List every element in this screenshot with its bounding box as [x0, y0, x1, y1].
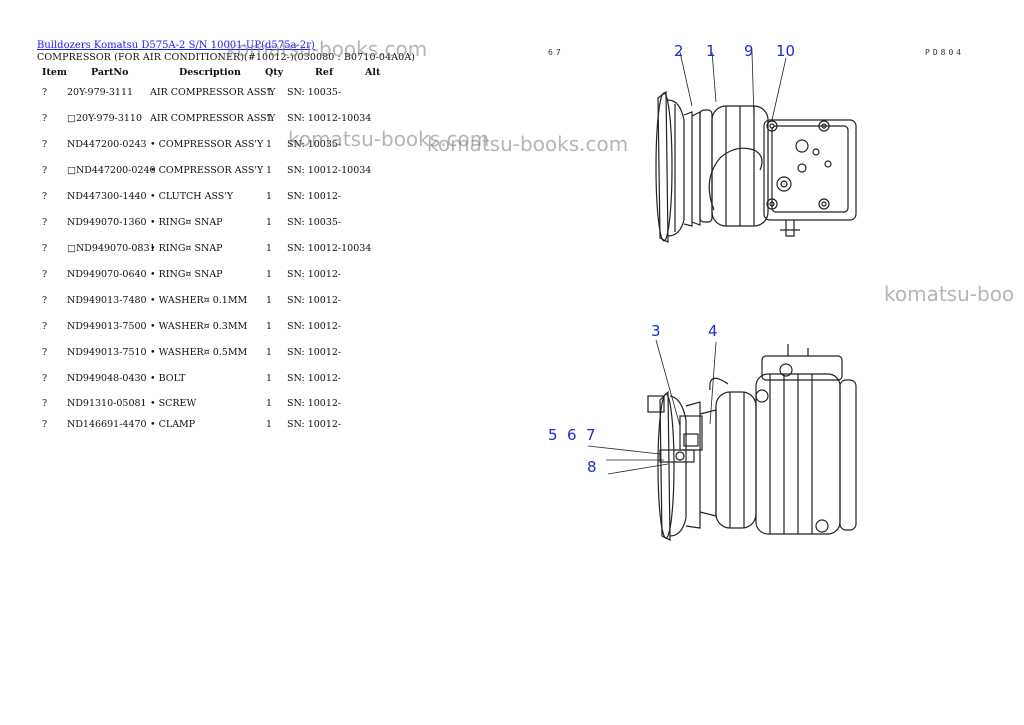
- callout-6: 6: [567, 426, 577, 444]
- cell-ref: SN: 10012-10034: [287, 113, 372, 124]
- cell-ref: SN: 10012-10034: [287, 165, 372, 176]
- cell-qty: 1: [266, 321, 273, 332]
- cell-description: • SCREW: [150, 398, 197, 409]
- cell-qty: 1: [266, 113, 273, 124]
- cell-qty: 1: [266, 191, 273, 202]
- cell-part-no: ND949048-0430: [67, 373, 147, 384]
- cell-description: • RING¤ SNAP: [150, 269, 223, 280]
- page-number: 67: [548, 48, 564, 57]
- cell-description: AIR COMPRESSOR ASS'Y: [150, 87, 276, 98]
- cell-qty: 1: [266, 243, 273, 254]
- cell-item: ?: [42, 87, 48, 98]
- column-header-qty: Qty: [265, 67, 284, 78]
- cell-part-no: ND146691-4470: [67, 419, 147, 430]
- cell-ref: SN: 10012-: [287, 269, 342, 280]
- cell-qty: 1: [266, 373, 273, 384]
- cell-description: AIR COMPRESSOR ASS'Y: [150, 113, 276, 124]
- cell-ref: SN: 10012-: [287, 191, 342, 202]
- cell-part-no: ND91310-05081: [67, 398, 147, 409]
- cell-item: ?: [42, 217, 48, 228]
- callout-3: 3: [651, 322, 661, 340]
- cell-ref: SN: 10012-10034: [287, 243, 372, 254]
- cell-item: ?: [42, 139, 48, 150]
- cell-description: • BOLT: [150, 373, 186, 384]
- cell-description: • RING¤ SNAP: [150, 217, 223, 228]
- column-header-ref: Ref: [315, 67, 334, 78]
- cell-description: • CLUTCH ASS'Y: [150, 191, 234, 202]
- watermark-text: komatsu-books.com: [427, 132, 629, 156]
- cell-qty: 1: [266, 295, 273, 306]
- callout-5: 5: [548, 426, 558, 444]
- column-header-item: Item: [42, 67, 67, 78]
- cell-part-no: □ND949070-0831: [67, 243, 156, 254]
- cell-item: ?: [42, 419, 48, 430]
- cell-part-no: ND447300-1440: [67, 191, 147, 202]
- cell-item: ?: [42, 165, 48, 176]
- column-header-description: Description: [179, 67, 241, 78]
- cell-item: ?: [42, 243, 48, 254]
- callout-9: 9: [744, 42, 754, 60]
- cell-item: ?: [42, 373, 48, 384]
- cell-qty: 1: [266, 87, 273, 98]
- cell-item: ?: [42, 347, 48, 358]
- watermark-text: komatsu-books.com: [288, 127, 490, 151]
- callout-10: 10: [776, 42, 796, 60]
- cell-qty: 1: [266, 139, 273, 150]
- cell-item: ?: [42, 321, 48, 332]
- watermark-text: komatsu-boo: [884, 282, 1015, 306]
- watermark-text: komatsu-books.com: [226, 37, 428, 61]
- callout-1: 1: [706, 42, 716, 60]
- cell-part-no: □ND447200-0240: [67, 165, 156, 176]
- cell-ref: SN: 10035-: [287, 139, 342, 150]
- cell-description: • COMPRESSOR ASS'Y: [150, 165, 264, 176]
- cell-part-no: ND949070-1360: [67, 217, 147, 228]
- column-header-alt: Alt: [365, 67, 381, 78]
- callout-7: 7: [586, 426, 596, 444]
- callout-4: 4: [708, 322, 718, 340]
- cell-qty: 1: [266, 217, 273, 228]
- cell-ref: SN: 10012-: [287, 347, 342, 358]
- cell-item: ?: [42, 269, 48, 280]
- callout-8: 8: [587, 458, 597, 476]
- cell-qty: 1: [266, 347, 273, 358]
- cell-ref: SN: 10012-: [287, 295, 342, 306]
- compressor-diagram: [587, 51, 857, 541]
- cell-qty: 1: [266, 165, 273, 176]
- cell-ref: SN: 10035-: [287, 217, 342, 228]
- cell-description: • WASHER¤ 0.1MM: [150, 295, 248, 306]
- cell-item: ?: [42, 398, 48, 409]
- cell-ref: SN: 10012-: [287, 419, 342, 430]
- column-header-part-no: PartNo: [91, 67, 129, 78]
- cell-part-no: ND949013-7510: [67, 347, 147, 358]
- cell-qty: 1: [266, 398, 273, 409]
- cell-item: ?: [42, 295, 48, 306]
- cell-description: • COMPRESSOR ASS'Y: [150, 139, 264, 150]
- cell-qty: 1: [266, 419, 273, 430]
- cell-description: • RING¤ SNAP: [150, 243, 223, 254]
- section-title: COMPRESSOR (FOR AIR CONDITIONER)(#10012-…: [37, 52, 416, 63]
- callout-2: 2: [674, 42, 684, 60]
- figure-code: PD804: [925, 48, 965, 57]
- cell-part-no: ND949013-7500: [67, 321, 147, 332]
- cell-part-no: □20Y-979-3110: [67, 113, 143, 124]
- cell-part-no: ND949013-7480: [67, 295, 147, 306]
- cell-part-no: 20Y-979-3111: [67, 87, 134, 98]
- cell-description: • WASHER¤ 0.5MM: [150, 347, 248, 358]
- cell-item: ?: [42, 191, 48, 202]
- cell-item: ?: [42, 113, 48, 124]
- cell-part-no: ND447200-0243: [67, 139, 147, 150]
- cell-description: • CLAMP: [150, 419, 196, 430]
- cell-description: • WASHER¤ 0.3MM: [150, 321, 248, 332]
- cell-ref: SN: 10012-: [287, 373, 342, 384]
- cell-qty: 1: [266, 269, 273, 280]
- cell-ref: SN: 10012-: [287, 321, 342, 332]
- breadcrumb-link[interactable]: Bulldozers Komatsu D575A-2 S/N 10001-UP(…: [37, 40, 315, 51]
- cell-ref: SN: 10012-: [287, 398, 342, 409]
- cell-ref: SN: 10035-: [287, 87, 342, 98]
- cell-part-no: ND949070-0640: [67, 269, 147, 280]
